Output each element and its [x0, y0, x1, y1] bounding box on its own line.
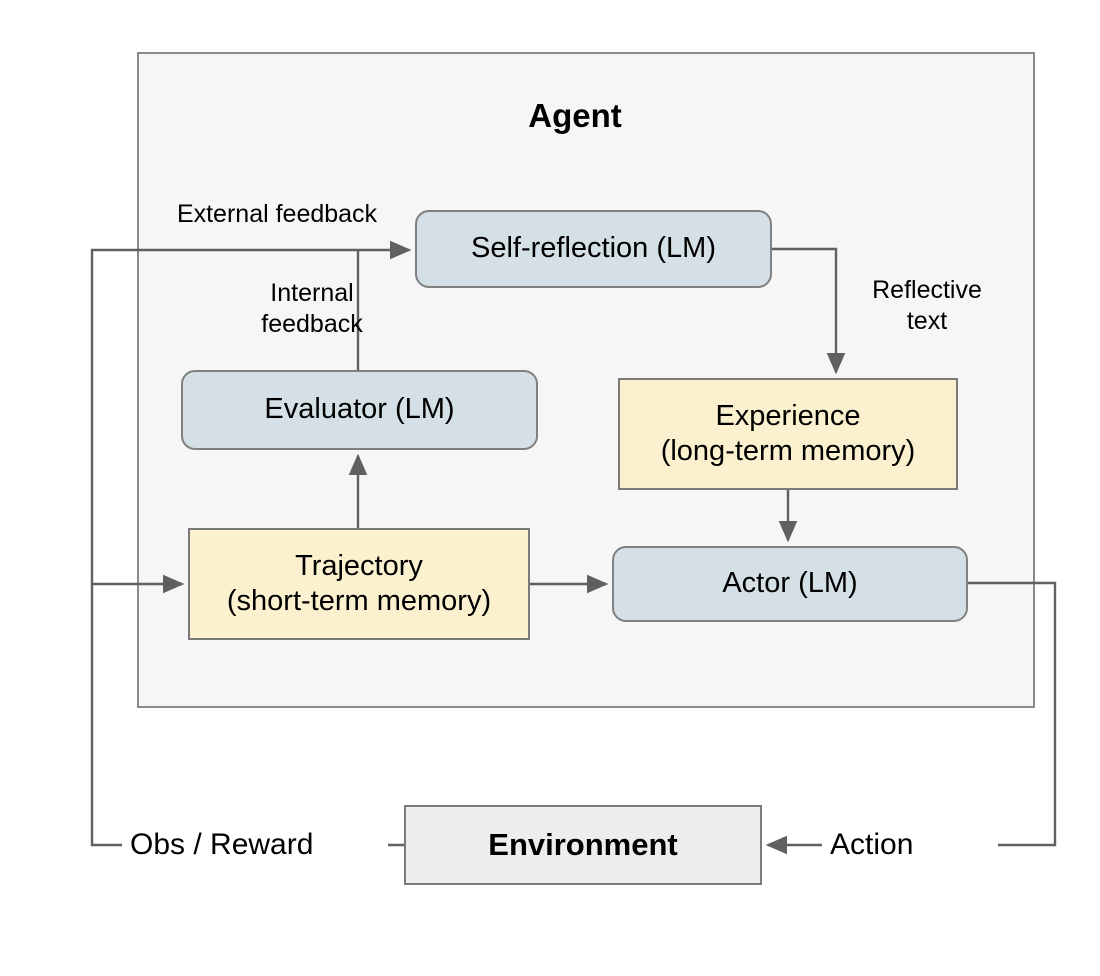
- node-trajectory-label: Trajectory (short-term memory): [227, 549, 491, 620]
- node-trajectory-label-line1: Trajectory: [295, 549, 423, 582]
- node-self-reflection[interactable]: Self-reflection (LM): [415, 210, 772, 288]
- node-experience-label-line2: (long-term memory): [660, 435, 916, 467]
- label-external-feedback: External feedback: [176, 200, 378, 228]
- label-action: Action: [822, 826, 998, 864]
- edge-self-reflection-to-experience: [772, 247, 846, 375]
- agent-title: Agent: [528, 97, 622, 134]
- label-reflective-text: Reflective text: [872, 276, 982, 336]
- node-experience[interactable]: Experience (long-term memory): [618, 378, 958, 490]
- node-evaluator-label: Evaluator (LM): [264, 393, 455, 426]
- node-trajectory[interactable]: Trajectory (short-term memory): [188, 528, 530, 640]
- label-internal-feedback: Internal feedback: [261, 279, 363, 339]
- node-actor[interactable]: Actor (LM): [612, 546, 968, 622]
- node-actor-label: Actor (LM): [722, 567, 858, 600]
- label-obs-reward: Obs / Reward: [122, 826, 388, 864]
- node-experience-label: Experience (long-term memory): [661, 399, 916, 470]
- node-trajectory-label-line2: (short-term memory): [226, 585, 492, 617]
- node-environment[interactable]: Environment: [404, 805, 762, 885]
- node-self-reflection-label: Self-reflection (LM): [471, 232, 716, 265]
- node-experience-label-line1: Experience: [715, 399, 861, 432]
- edge-actor-to-environment: [765, 581, 1057, 855]
- node-evaluator[interactable]: Evaluator (LM): [181, 370, 538, 450]
- node-environment-label: Environment: [488, 827, 678, 863]
